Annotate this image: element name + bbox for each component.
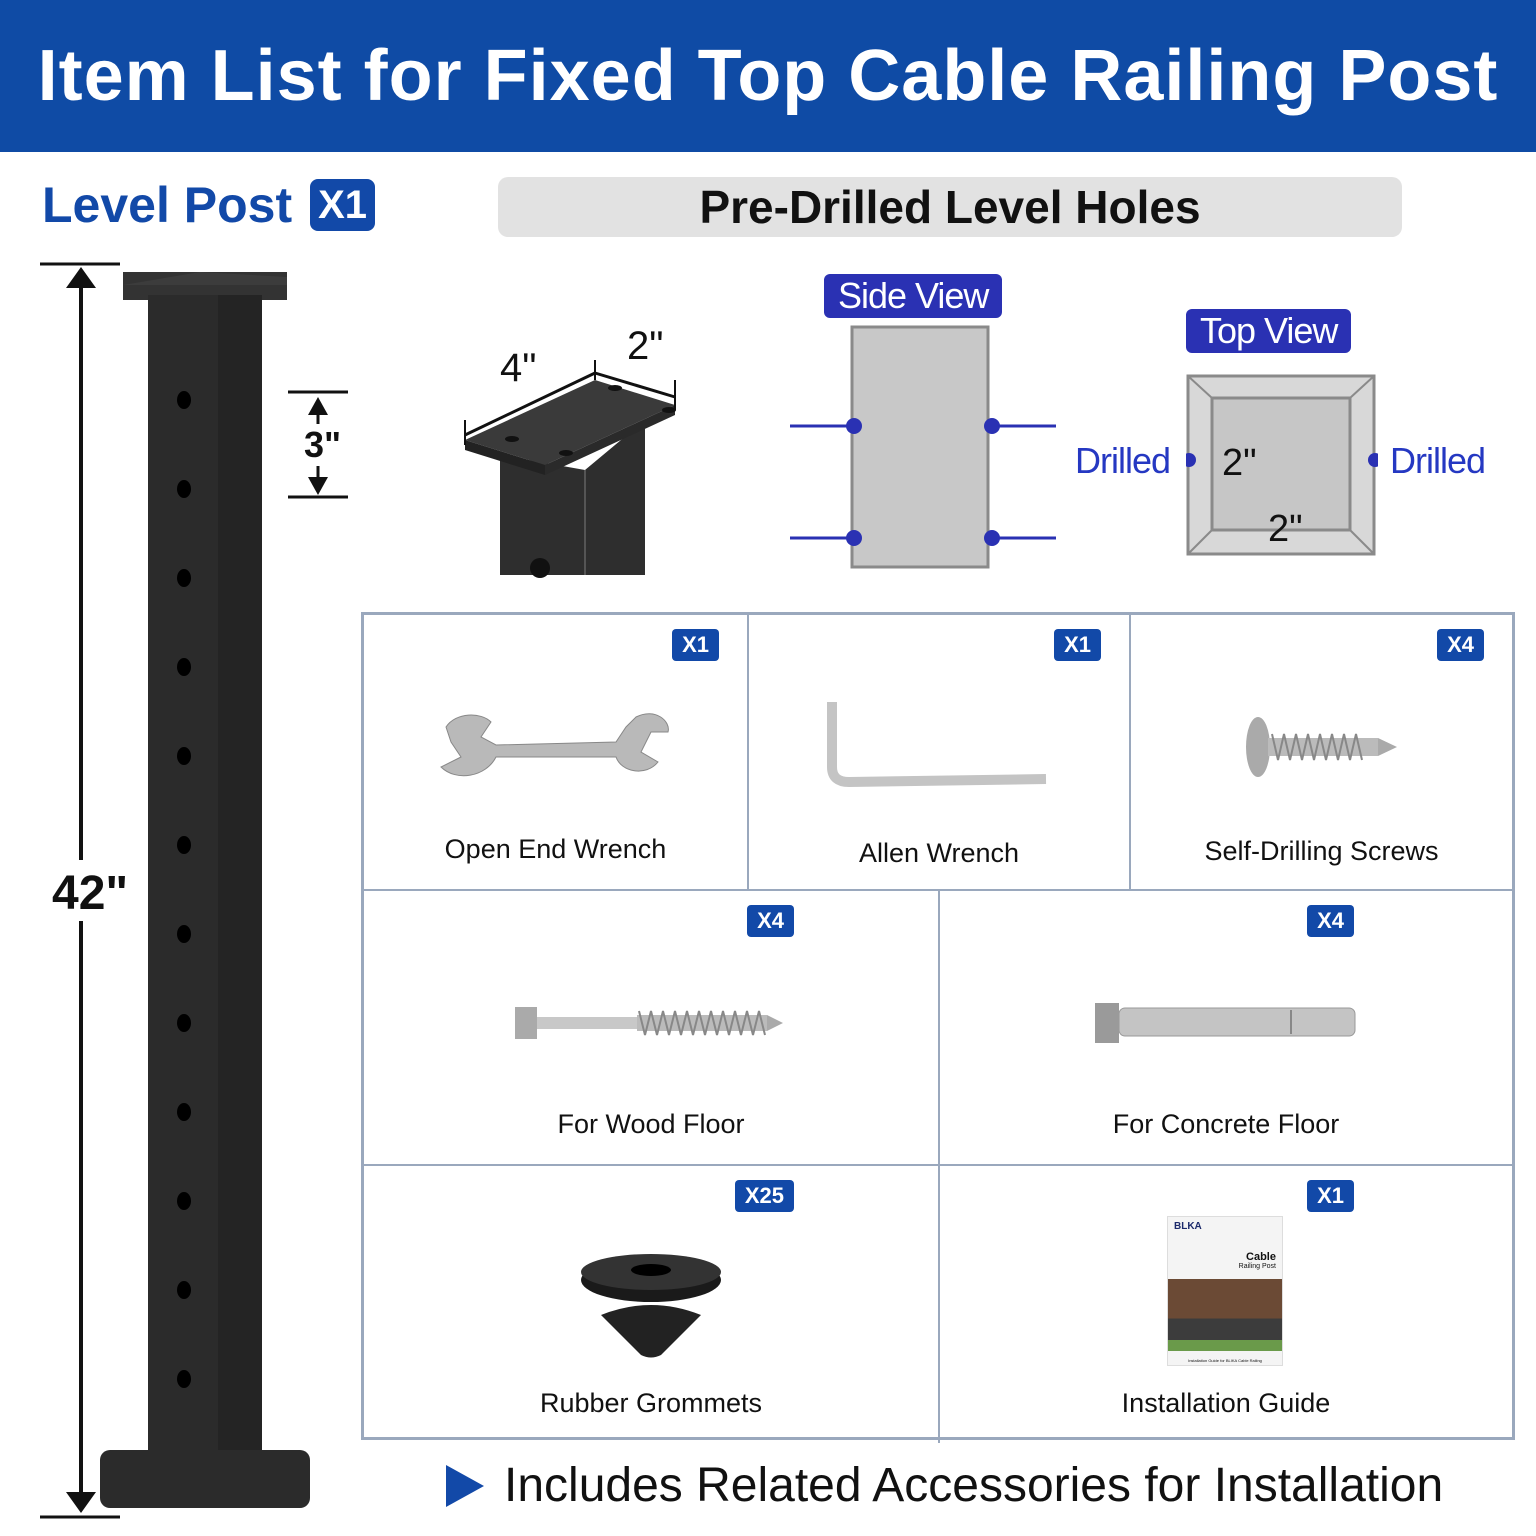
- item-label: Self-Drilling Screws: [1204, 836, 1439, 866]
- rubber-grommet-icon: [581, 1253, 721, 1357]
- open-end-wrench-icon: [439, 713, 669, 777]
- qty-badge: X4: [747, 905, 794, 937]
- qty-badge: X4: [1307, 905, 1354, 937]
- post-hole: [177, 1103, 191, 1121]
- top-view-width-label: 2": [1222, 442, 1257, 484]
- post-hole: [177, 1014, 191, 1032]
- guide-booklet: BLKA Cable Railing Post Installation Gui…: [1167, 1216, 1283, 1366]
- post-title: Level Post X1: [42, 176, 376, 234]
- post-hole: [177, 391, 191, 409]
- post-hole: [177, 569, 191, 587]
- item-grid: X1 Open End Wrench X1 Allen Wrench X4 Se…: [361, 612, 1515, 1443]
- top-view-label: Top View: [1186, 309, 1352, 353]
- level-post-illustration: [40, 262, 348, 1519]
- item-open-end-wrench: X1 Open End Wrench: [364, 615, 749, 891]
- post-qty-badge: X1: [310, 179, 376, 231]
- item-allen-wrench: X1 Allen Wrench: [749, 615, 1131, 891]
- screw-icon: [1245, 717, 1397, 777]
- top-length-label: 4": [500, 346, 537, 390]
- post-top-illustration: [464, 360, 676, 578]
- footer-note: Includes Related Accessories for Install…: [444, 1458, 1443, 1513]
- qty-badge: X4: [1437, 629, 1484, 661]
- post-hole: [177, 836, 191, 854]
- pre-drilled-banner: Pre-Drilled Level Holes: [498, 177, 1402, 237]
- item-installation-guide: X1 BLKA Cable Railing Post Installation …: [940, 1166, 1512, 1443]
- post-hole: [177, 747, 191, 765]
- post-hole: [177, 480, 191, 498]
- item-rubber-grommets: X25 Rubber Grommets: [364, 1166, 940, 1443]
- item-self-drilling-screws: X4 Self-Drilling Screws: [1131, 615, 1512, 891]
- qty-badge: X1: [1054, 629, 1101, 661]
- guide-photo: [1168, 1279, 1282, 1351]
- guide-logo: BLKA: [1174, 1221, 1202, 1232]
- item-label: For Concrete Floor: [1112, 1109, 1340, 1139]
- guide-subtitle: Railing Post: [1238, 1263, 1276, 1270]
- item-wood-floor-screw: X4 For Wood Floor: [364, 891, 940, 1166]
- guide-footer: Installation Guide for BLIKA Cable Raili…: [1188, 1358, 1262, 1363]
- post-hole: [177, 658, 191, 676]
- drilled-right-label: Drilled: [1390, 440, 1486, 481]
- post-height-label: 42": [52, 866, 129, 921]
- post-name: Level Post: [42, 177, 293, 233]
- side-view-label: Side View: [824, 274, 1003, 318]
- top-width-label: 2": [627, 324, 664, 368]
- top-view-diagram: [1186, 374, 1378, 556]
- post-hole: [177, 1281, 191, 1299]
- post-hole: [177, 1370, 191, 1388]
- play-triangle-icon: [446, 1464, 484, 1507]
- item-concrete-floor-anchor: X4 For Concrete Floor: [940, 891, 1512, 1166]
- footer-text: Includes Related Accessories for Install…: [504, 1459, 1444, 1512]
- anchor-bolt-icon: [1095, 1002, 1356, 1043]
- item-label: Rubber Grommets: [539, 1388, 763, 1418]
- hole-spacing-label: 3": [304, 424, 342, 466]
- item-label: For Wood Floor: [557, 1109, 745, 1139]
- qty-badge: X25: [734, 1180, 794, 1212]
- item-label: Open End Wrench: [444, 834, 667, 864]
- allen-wrench-icon: [827, 702, 1047, 788]
- post-hole: [177, 1192, 191, 1210]
- item-label: Allen Wrench: [858, 838, 1020, 868]
- qty-badge: X1: [1307, 1180, 1354, 1212]
- qty-badge: X1: [672, 629, 719, 661]
- item-label: Installation Guide: [1121, 1388, 1331, 1418]
- post-hole: [177, 925, 191, 943]
- side-view-diagram: [790, 325, 1056, 569]
- top-view-height-label: 2": [1268, 508, 1303, 550]
- guide-title: Cable: [1246, 1251, 1276, 1263]
- lag-screw-icon: [515, 1006, 783, 1039]
- drilled-left-label: Drilled: [1075, 440, 1171, 481]
- page-title: Item List for Fixed Top Cable Railing Po…: [0, 0, 1536, 152]
